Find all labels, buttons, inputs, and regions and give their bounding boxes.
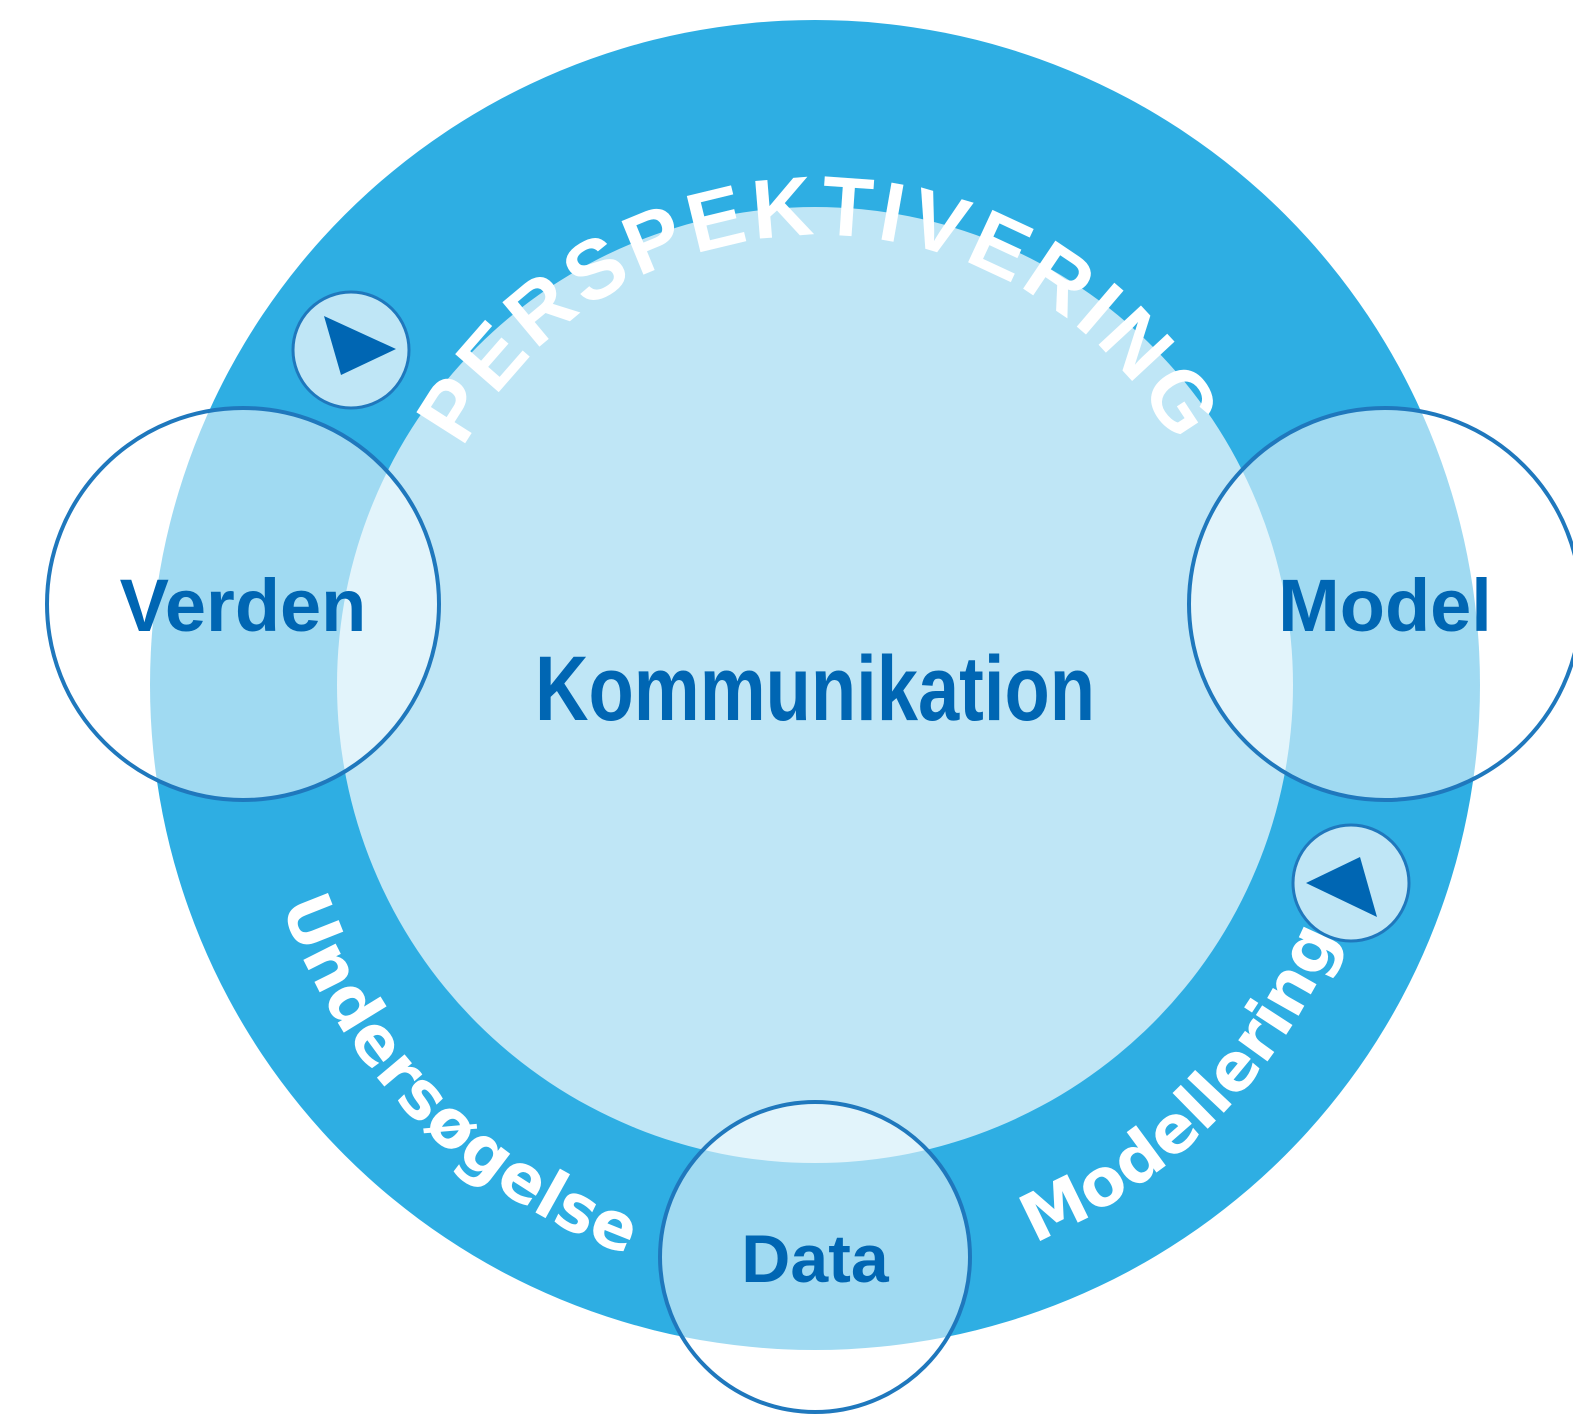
model-label: Model [1278,564,1492,647]
node-verden: Verden [45,406,441,802]
inner-disc [337,207,1293,1163]
center-title: Kommunikation [535,638,1095,740]
data-label: Data [741,1221,890,1297]
verden-label: Verden [120,564,367,647]
play-right-icon [291,290,411,410]
play-left-icon [1291,823,1411,943]
node-data: Data [658,1100,972,1414]
node-model: Model [1187,406,1573,802]
